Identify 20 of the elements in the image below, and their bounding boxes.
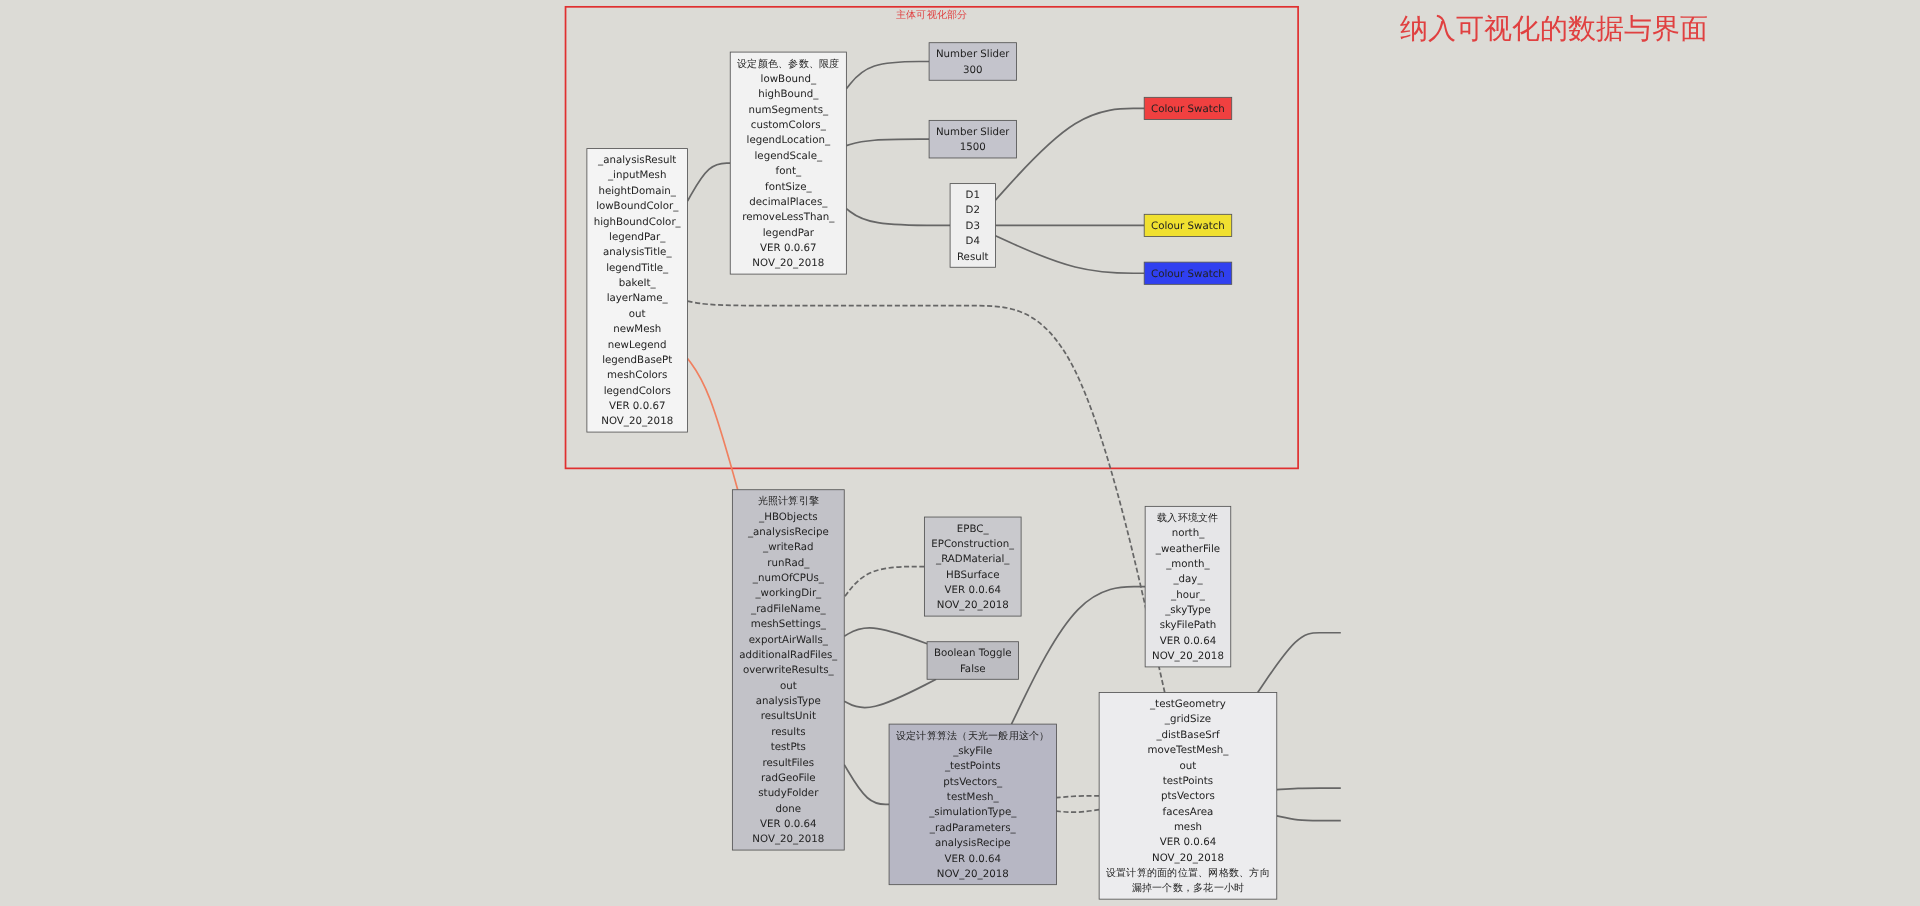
connector: [845, 138, 930, 147]
connector: [994, 234, 1146, 275]
connector: [843, 565, 926, 598]
connector: [843, 627, 928, 645]
annotation-note: 纳入可视化的数据与界面: [1400, 12, 1708, 48]
connector: [994, 224, 1146, 227]
connector: [1275, 787, 1342, 791]
connector: [843, 678, 937, 709]
connector: [686, 300, 1166, 694]
connector: [845, 60, 930, 90]
connector: [1010, 585, 1146, 725]
connector: [1275, 814, 1342, 822]
connector: [843, 763, 890, 806]
connector: [1256, 631, 1342, 694]
connector: [994, 107, 1146, 202]
connector: [845, 207, 951, 227]
connector: [686, 162, 732, 202]
connector: [1055, 795, 1100, 799]
connector: [686, 357, 739, 491]
connector: [1055, 808, 1100, 813]
